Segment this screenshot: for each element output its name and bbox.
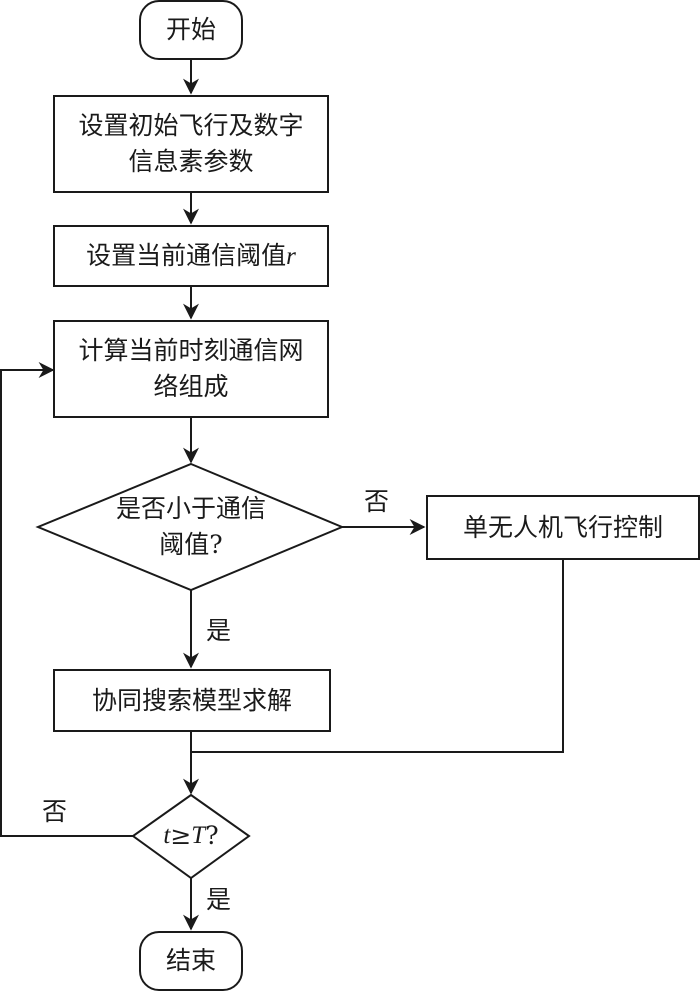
start-node: 开始: [139, 0, 243, 60]
end-node: 结束: [139, 931, 243, 991]
start-label: 开始: [165, 15, 216, 44]
arrow-timecheck-loop-back: [0, 362, 133, 837]
set-threshold-label: 设置当前通信阈值r: [86, 240, 296, 270]
set-initial-params-label: 设置初始飞行及数字信息素参数: [78, 111, 304, 176]
cooperative-search-label: 协同搜索模型求解: [91, 685, 292, 715]
single-uav-control-box: 单无人机飞行控制: [426, 495, 700, 560]
label-yes-time: 是: [206, 885, 232, 914]
set-threshold-box: 设置当前通信阈值r: [53, 225, 329, 287]
compute-network-box: 计算当前时刻通信网络组成: [53, 320, 329, 418]
label-yes-threshold: 是: [206, 616, 232, 645]
single-uav-control-label: 单无人机飞行控制: [462, 512, 663, 542]
set-initial-params-box: 设置初始飞行及数字信息素参数: [53, 95, 329, 193]
compute-network-label: 计算当前时刻通信网络组成: [78, 336, 304, 401]
decision-threshold-text: 是否小于通信阈值?: [115, 494, 266, 559]
label-no-threshold: 否: [364, 487, 390, 516]
line-single-to-merge: [191, 560, 564, 753]
end-label: 结束: [165, 946, 216, 975]
label-no-time: 否: [42, 797, 68, 826]
decision-time-text: t≥T?: [163, 821, 219, 850]
cooperative-search-box: 协同搜索模型求解: [53, 669, 331, 732]
